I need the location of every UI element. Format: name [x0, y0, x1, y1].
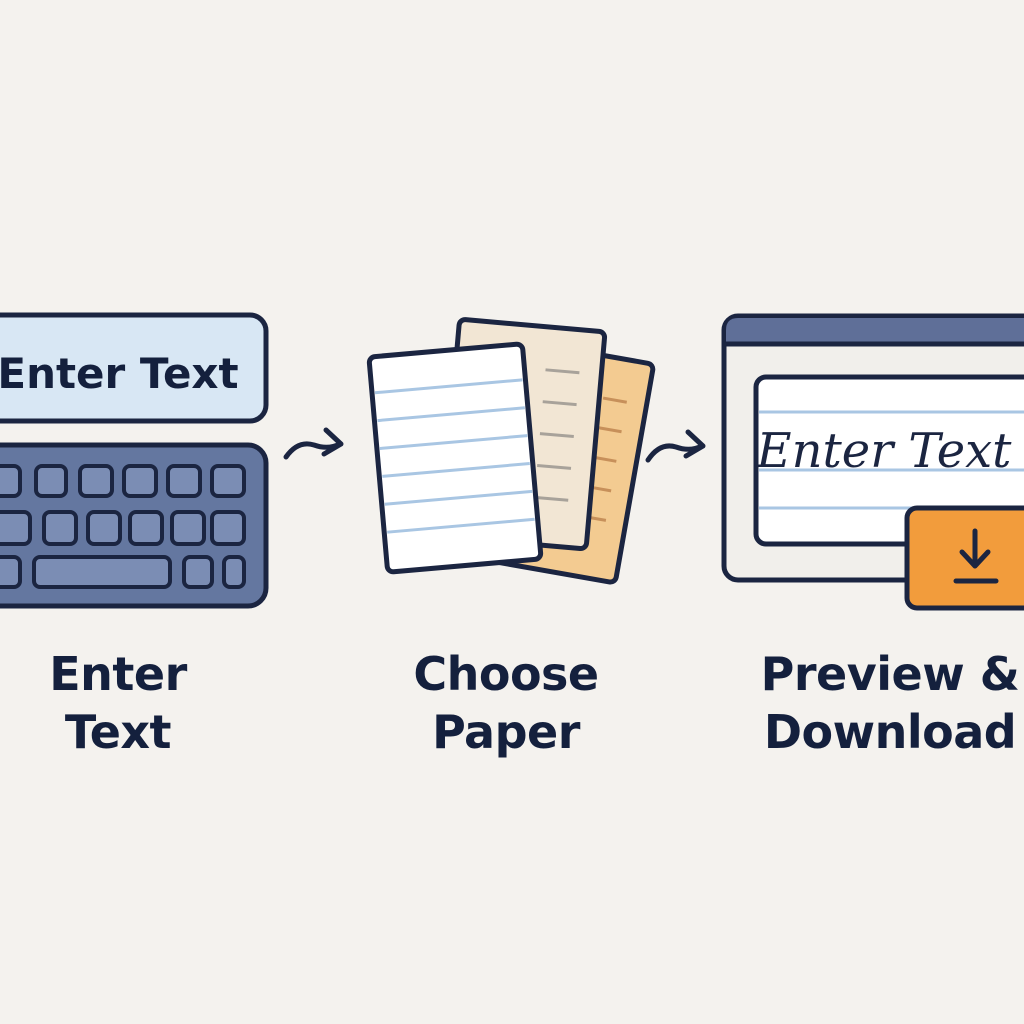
- keyboard-key: [222, 555, 246, 589]
- paper-stack-icon: [366, 317, 656, 585]
- step-label-line: Download: [763, 705, 1017, 759]
- keyboard-key: [128, 510, 164, 546]
- paper-sheet-white: [366, 341, 544, 575]
- keyboard-key: [42, 510, 78, 546]
- enter-text-illustration: Enter Text: [0, 312, 269, 609]
- preview-paper: [753, 374, 1024, 547]
- keyboard-key: [0, 510, 32, 546]
- step-label-line: Paper: [432, 705, 580, 759]
- keyboard-key: [122, 464, 158, 498]
- arrow-right-icon: [645, 429, 706, 463]
- browser-preview-icon: Enter Text: [721, 313, 1024, 611]
- keyboard-key: [182, 555, 214, 589]
- download-icon: [953, 528, 999, 584]
- keyboard-key: [86, 510, 122, 546]
- keyboard-key: [34, 464, 68, 498]
- step-label-line: Choose: [413, 647, 599, 701]
- keyboard-key: [166, 464, 202, 498]
- keyboard-key: [210, 464, 246, 498]
- keyboard-key: [0, 555, 22, 589]
- step-label-line: Preview &: [760, 647, 1020, 701]
- keyboard-key: [0, 464, 22, 498]
- text-input-box-text: Enter Text: [0, 349, 239, 398]
- step-label-choose-paper: Choose Paper: [376, 645, 636, 761]
- browser-title-bar: [726, 318, 1024, 344]
- text-input-box: [0, 312, 269, 424]
- keyboard-spacebar: [32, 555, 172, 589]
- step-label-preview-download: Preview & Download: [730, 645, 1024, 761]
- arrow-right-icon: [283, 427, 344, 460]
- keyboard-key: [78, 464, 114, 498]
- keyboard-key: [170, 510, 206, 546]
- preview-handwritten-text: Enter Text: [756, 423, 1013, 479]
- step-label-enter-text: Enter Text: [0, 645, 236, 761]
- step-label-line: Text: [64, 705, 172, 759]
- keyboard-key: [210, 510, 246, 546]
- step-label-line: Enter: [49, 647, 187, 701]
- download-button: [904, 505, 1024, 611]
- keyboard-icon: [0, 442, 269, 609]
